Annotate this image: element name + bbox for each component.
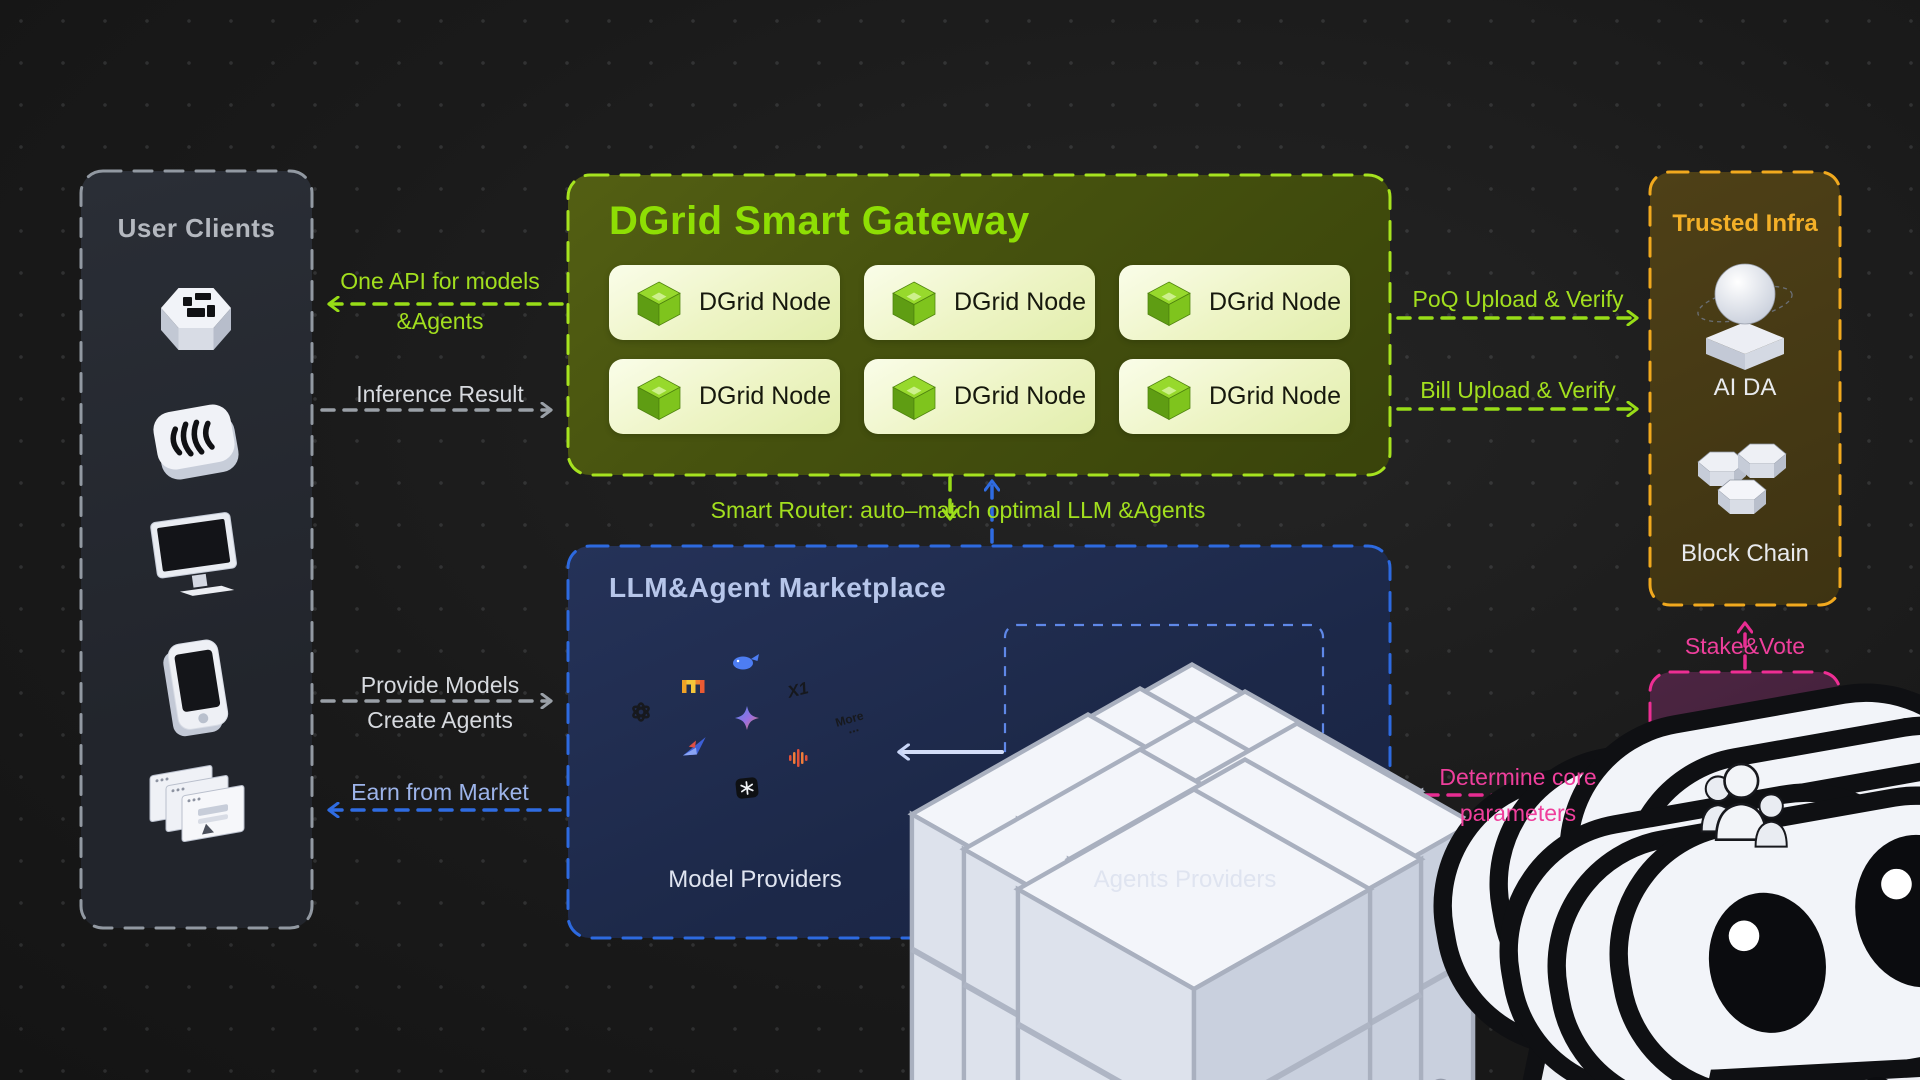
agents-providers-label: Agents Providers (1093, 866, 1277, 893)
dgrid-node-label: DGrid Node (954, 288, 1086, 316)
inference-result-label: Inference Result (356, 381, 524, 407)
gateway-title: DGrid Smart Gateway (609, 199, 1030, 243)
dgrid-node-card: DGrid Node (1119, 265, 1350, 340)
dgrid-node-label: DGrid Node (699, 382, 831, 410)
stake-vote-label: Stake&Vote (1684, 633, 1806, 659)
block-chain-label: Block Chain (1680, 540, 1810, 567)
create-agents-label: Create Agents (367, 707, 513, 733)
dgrid-cube-icon (890, 373, 938, 421)
dgrid-node-label: DGrid Node (699, 288, 831, 316)
parameters-label: parameters (1459, 800, 1577, 826)
dgrid-cube-icon (890, 279, 938, 327)
bill-upload-label: Bill Upload & Verify (1420, 377, 1616, 403)
one-api-label-line1: One API for models (340, 268, 540, 294)
trusted-infra-title: Trusted Infra (1672, 210, 1818, 237)
dgrid-node-card: DGrid Node (1119, 359, 1350, 434)
ai-dao-title: AI DAO (1694, 708, 1796, 738)
model-providers-label: Model Providers (668, 866, 842, 893)
dgrid-node-card: DGrid Node (609, 359, 840, 434)
one-api-label-line2: &Agents (396, 308, 484, 334)
ai-dao-panel: AI DAO (1650, 672, 1840, 917)
user-clients-panel: User Clients (81, 171, 312, 928)
determine-core-label: Determine core (1439, 764, 1597, 790)
dgrid-node-label: DGrid Node (1209, 288, 1341, 316)
ai-da-label: AI DA (1713, 374, 1777, 401)
dgrid-node-label: DGrid Node (954, 382, 1086, 410)
dgrid-node-card: DGrid Node (864, 359, 1095, 434)
dgrid-cube-icon (1145, 373, 1193, 421)
dgrid-node-label: DGrid Node (1209, 382, 1341, 410)
marketplace-title: LLM&Agent Marketplace (609, 572, 947, 603)
earn-from-market-label: Earn from Market (351, 779, 529, 805)
dgrid-cube-icon (635, 279, 683, 327)
dgrid-node-card: DGrid Node (864, 265, 1095, 340)
gateway-panel: DGrid Smart Gateway DGrid Node DGrid Nod… (568, 175, 1390, 475)
poq-upload-label: PoQ Upload & Verify (1412, 286, 1624, 312)
provide-models-label: Provide Models (360, 672, 520, 698)
smart-router-label: Smart Router: auto–match optimal LLM &Ag… (710, 497, 1206, 523)
dgrid-node-card: DGrid Node (609, 265, 840, 340)
dgrid-cube-icon (1145, 279, 1193, 327)
user-clients-title: User Clients (117, 213, 276, 243)
dgrid-cube-icon (635, 373, 683, 421)
